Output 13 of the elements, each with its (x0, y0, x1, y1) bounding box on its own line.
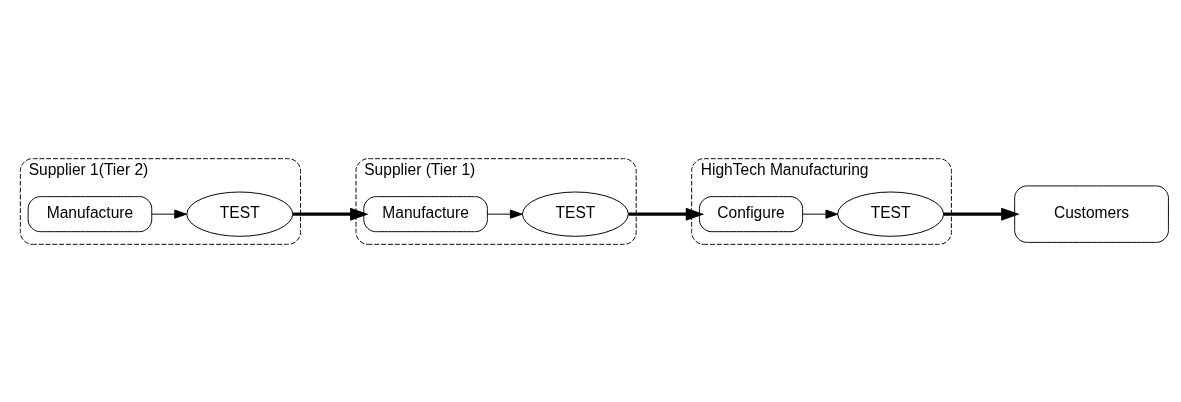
arrow (628, 207, 705, 221)
node-ellipse: TEST (522, 191, 629, 237)
node-ellipse: TEST (186, 191, 294, 237)
node-box: Manufacture (363, 195, 488, 232)
node-ellipse: TEST (837, 191, 945, 237)
node-box: Customers (1014, 184, 1169, 243)
arrow (151, 209, 187, 219)
arrow (292, 207, 369, 221)
node-box: Configure (698, 195, 804, 232)
arrow (943, 207, 1020, 221)
node-box: Manufacture (27, 195, 153, 232)
arrow (487, 209, 523, 219)
arrow (802, 209, 839, 219)
